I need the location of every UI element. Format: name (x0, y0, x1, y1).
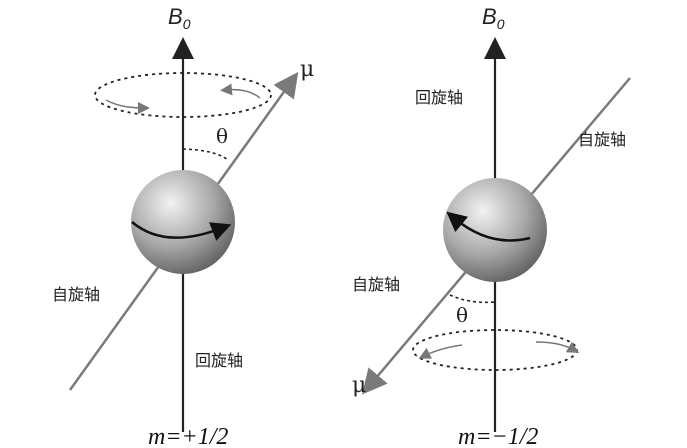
state-label: m=−1/2 (458, 424, 538, 448)
moment-label: μ (300, 57, 314, 82)
spin-axis-label: 自旋轴 (52, 285, 100, 304)
state-label: m=+1/2 (148, 424, 228, 448)
spin-axis-label-top: 自旋轴 (578, 130, 626, 149)
angle-arc (449, 294, 496, 304)
spin-direction-arrow-icon (446, 211, 531, 242)
field-label: B (482, 4, 497, 29)
angle-label: θ (456, 303, 468, 327)
nucleus-sphere (131, 170, 235, 274)
rotation-arrow-icon (418, 344, 463, 359)
nucleus-sphere (443, 178, 547, 282)
precession-axis-label: 回旋轴 (195, 351, 243, 370)
right-diagram: B0 μ θ 回旋轴 自旋轴 自旋轴 m=−1/2 (352, 4, 631, 448)
field-subscript: 0 (497, 16, 505, 32)
rotation-arrow-icon (535, 341, 580, 353)
precession-axis-label: 回旋轴 (415, 88, 463, 107)
angle-label: θ (216, 124, 228, 148)
svg-text:B0: B0 (168, 4, 191, 32)
field-label: B (168, 4, 183, 29)
spin-direction-arrow-icon (131, 221, 232, 241)
spin-axis-label-bottom: 自旋轴 (352, 275, 400, 294)
moment-label: μ (352, 373, 366, 398)
angle-arc (182, 148, 229, 161)
rotation-arrow-icon (105, 99, 150, 114)
left-diagram: B0 μ θ 自旋轴 回旋轴 m=+1/2 (52, 4, 314, 448)
precession-path (94, 72, 272, 118)
field-subscript: 0 (183, 16, 191, 32)
rotation-arrow-icon (220, 83, 261, 99)
svg-text:B0: B0 (482, 4, 505, 32)
